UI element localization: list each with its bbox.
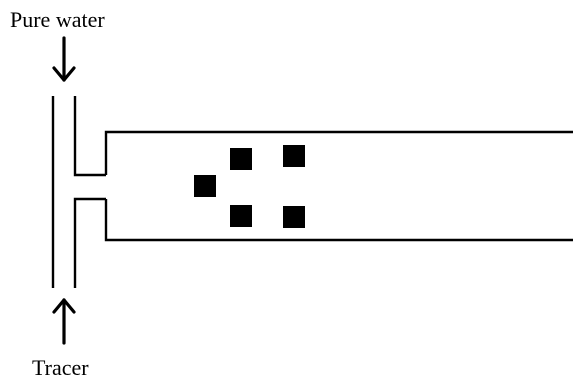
tracer-particle: [283, 145, 305, 167]
inlet-channel-right-wall-lower: [73, 197, 106, 288]
pure-water-label: Pure water: [10, 7, 105, 32]
arrow-down-icon: [52, 36, 76, 82]
tracer-particle: [283, 206, 305, 228]
main-channel-bottom-wall: [104, 199, 573, 242]
tracer-particle: [230, 148, 252, 170]
inlet-channel-right-wall-upper: [73, 96, 106, 177]
tracer-particles: [194, 145, 305, 228]
tracer-label: Tracer: [32, 355, 89, 380]
tracer-particle: [230, 205, 252, 227]
arrow-up-icon: [52, 298, 76, 345]
main-channel-top-wall: [104, 130, 573, 175]
tracer-particle: [194, 175, 216, 197]
